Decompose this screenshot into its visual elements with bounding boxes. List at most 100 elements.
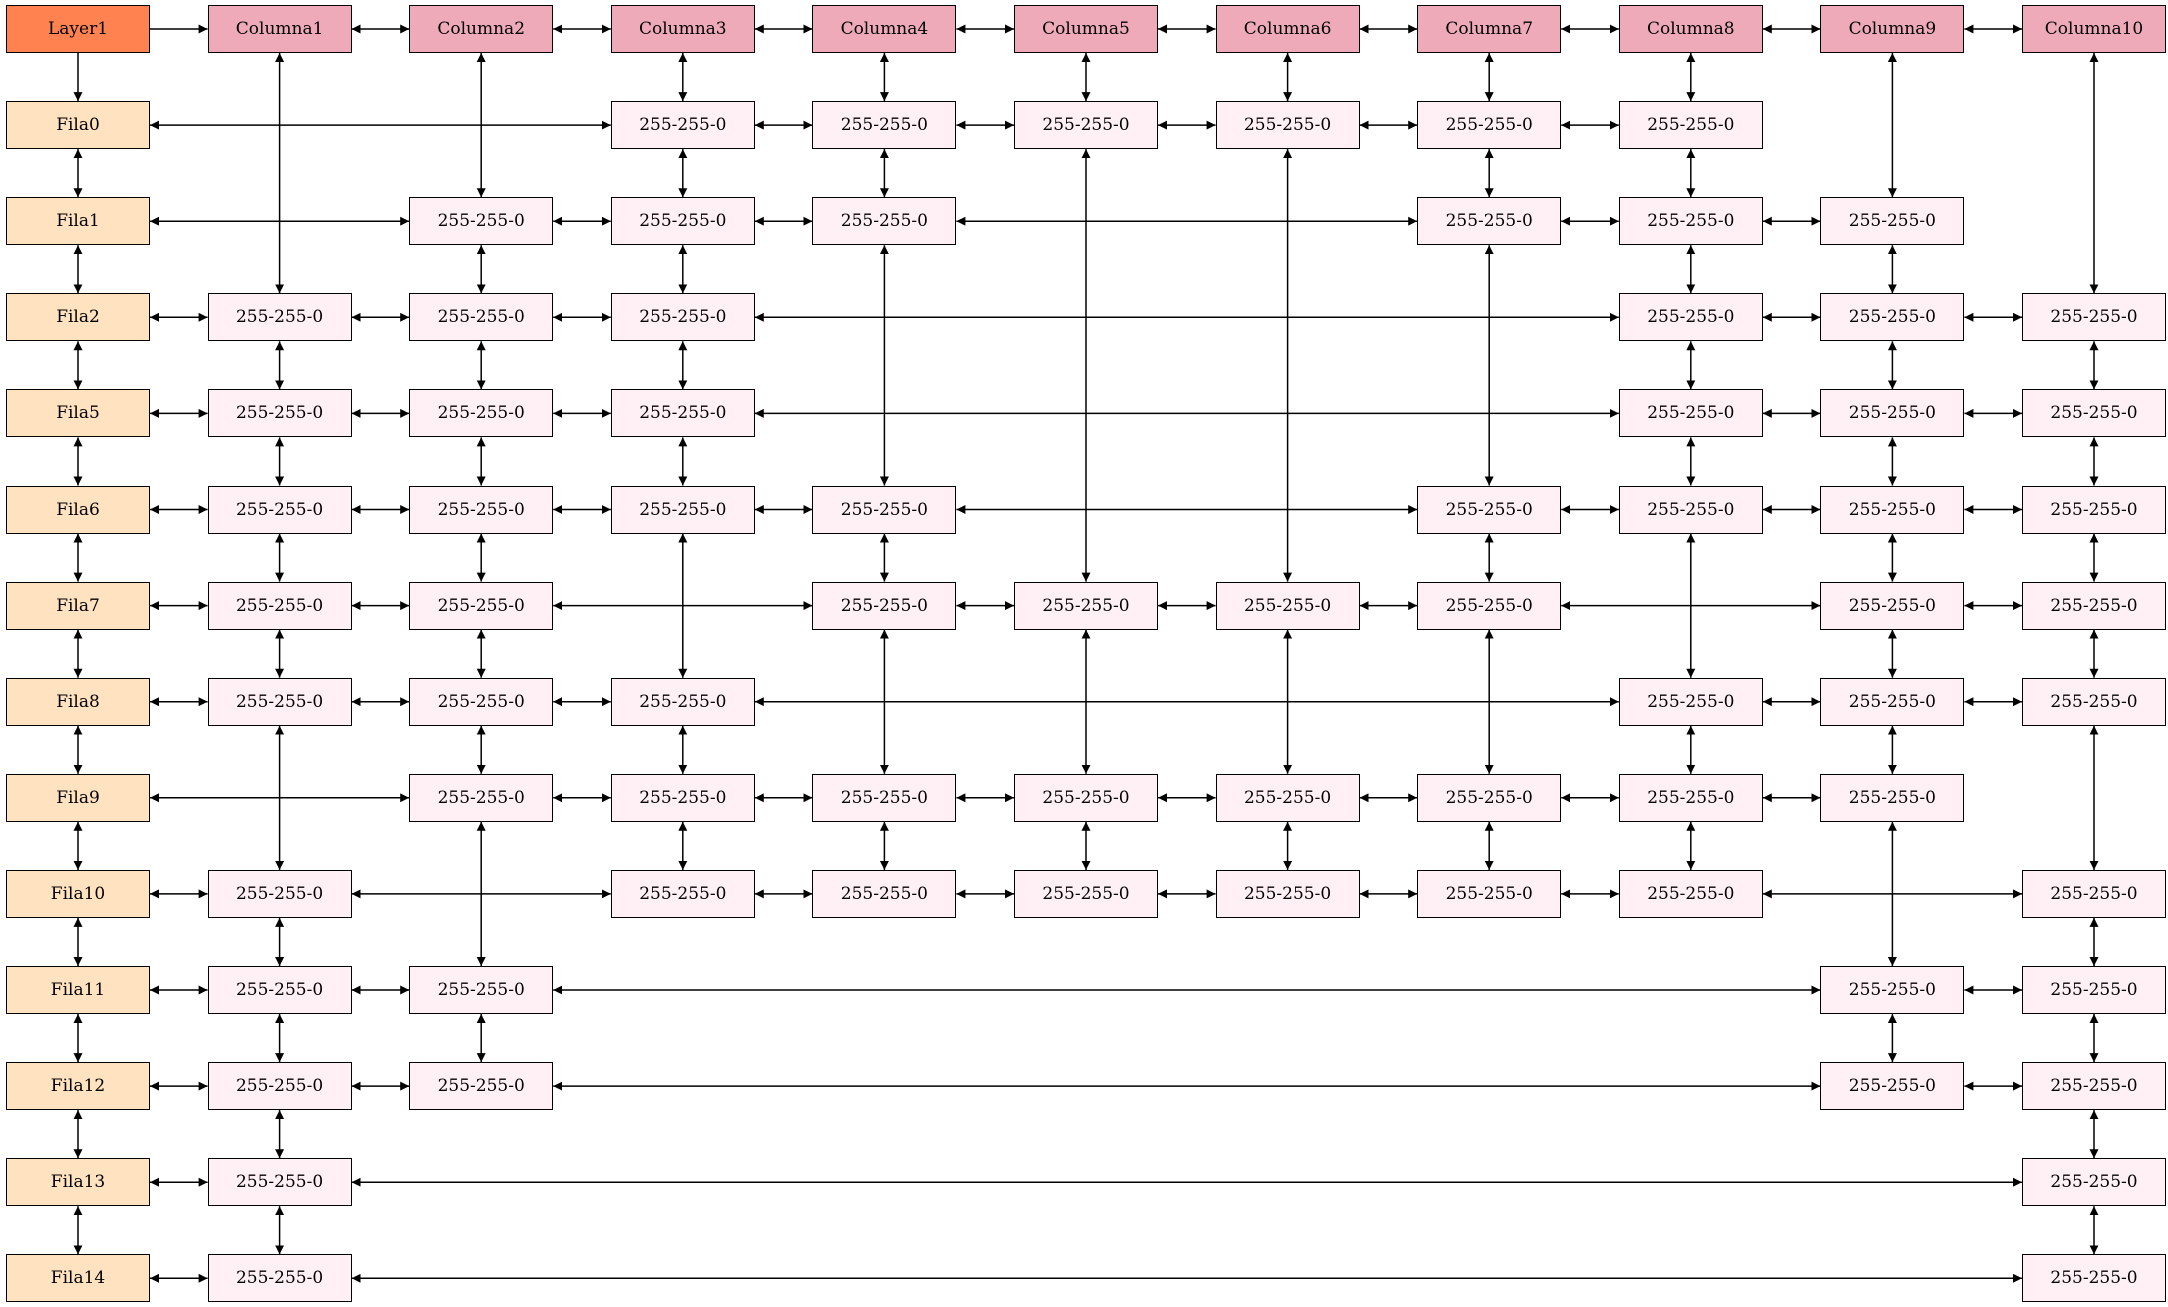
column-header-node[interactable]: Columna1 (207, 5, 352, 53)
cell-node[interactable]: 255-255-0 (1820, 1062, 1965, 1111)
row-header-node[interactable]: Fila12 (6, 1062, 150, 1111)
row-header-node[interactable]: Fila9 (6, 773, 150, 822)
cell-node[interactable]: 255-255-0 (610, 293, 755, 342)
cell-node[interactable]: 255-255-0 (1820, 966, 1965, 1014)
row-header-node[interactable]: Fila7 (6, 581, 150, 630)
cell-node[interactable]: 255-255-0 (1215, 581, 1360, 630)
cell-node[interactable]: 255-255-0 (409, 485, 554, 534)
row-header-node[interactable]: Fila14 (6, 1254, 150, 1303)
row-header-node[interactable]: Fila13 (6, 1158, 150, 1207)
cell-node[interactable]: 255-255-0 (2022, 389, 2166, 438)
cell-node[interactable]: 255-255-0 (1618, 677, 1763, 726)
cell-node[interactable]: 255-255-0 (409, 773, 554, 822)
row-header-node[interactable]: Fila11 (6, 966, 150, 1014)
cell-node[interactable]: 255-255-0 (610, 101, 755, 150)
cell-node[interactable]: 255-255-0 (1618, 485, 1763, 534)
cell-node[interactable]: 255-255-0 (1215, 869, 1360, 918)
cell-node[interactable]: 255-255-0 (1417, 197, 1562, 246)
cell-node[interactable]: 255-255-0 (409, 677, 554, 726)
cell-node[interactable]: 255-255-0 (2022, 1062, 2166, 1111)
cell-node[interactable]: 255-255-0 (1014, 101, 1158, 150)
cell-node[interactable]: 255-255-0 (812, 197, 957, 246)
row-header-node[interactable]: Fila10 (6, 869, 150, 918)
cell-node[interactable]: 255-255-0 (610, 389, 755, 438)
row-header-node[interactable]: Fila1 (6, 197, 150, 246)
cell-node[interactable]: 255-255-0 (2022, 966, 2166, 1014)
cell-node[interactable]: 255-255-0 (1618, 293, 1763, 342)
cell-node[interactable]: 255-255-0 (610, 677, 755, 726)
column-header-node[interactable]: Columna7 (1417, 5, 1562, 53)
cell-node[interactable]: 255-255-0 (2022, 677, 2166, 726)
cell-node[interactable]: 255-255-0 (409, 293, 554, 342)
cell-node[interactable]: 255-255-0 (2022, 1158, 2166, 1207)
cell-node[interactable]: 255-255-0 (812, 869, 957, 918)
cell-node[interactable]: 255-255-0 (812, 773, 957, 822)
cell-node[interactable]: 255-255-0 (1417, 869, 1562, 918)
cell-node[interactable]: 255-255-0 (409, 581, 554, 630)
column-header-node[interactable]: Columna9 (1820, 5, 1965, 53)
row-header-node[interactable]: Fila8 (6, 677, 150, 726)
cell-node[interactable]: 255-255-0 (2022, 293, 2166, 342)
cell-node[interactable]: 255-255-0 (2022, 869, 2166, 918)
cell-node[interactable]: 255-255-0 (812, 485, 957, 534)
cell-node[interactable]: 255-255-0 (207, 1062, 352, 1111)
cell-node[interactable]: 255-255-0 (610, 773, 755, 822)
cell-node[interactable]: 255-255-0 (1618, 773, 1763, 822)
cell-node[interactable]: 255-255-0 (1820, 581, 1965, 630)
cell-node[interactable]: 255-255-0 (409, 389, 554, 438)
cell-node[interactable]: 255-255-0 (812, 581, 957, 630)
cell-node[interactable]: 255-255-0 (1820, 677, 1965, 726)
cell-node[interactable]: 255-255-0 (2022, 581, 2166, 630)
cell-node[interactable]: 255-255-0 (2022, 1254, 2166, 1303)
cell-node[interactable]: 255-255-0 (207, 1158, 352, 1207)
cell-node[interactable]: 255-255-0 (207, 677, 352, 726)
cell-node[interactable]: 255-255-0 (207, 581, 352, 630)
cell-node[interactable]: 255-255-0 (1820, 389, 1965, 438)
cell-node[interactable]: 255-255-0 (1014, 581, 1158, 630)
cell-node[interactable]: 255-255-0 (610, 869, 755, 918)
cell-node[interactable]: 255-255-0 (207, 1254, 352, 1303)
column-header-node[interactable]: Columna4 (812, 5, 957, 53)
cell-node[interactable]: 255-255-0 (207, 389, 352, 438)
row-header-node[interactable]: Fila6 (6, 485, 150, 534)
column-header-node[interactable]: Columna3 (610, 5, 755, 53)
row-header-node[interactable]: Fila5 (6, 389, 150, 438)
row-header-node[interactable]: Fila2 (6, 293, 150, 342)
cell-node[interactable]: 255-255-0 (1820, 773, 1965, 822)
cell-node[interactable]: 255-255-0 (1820, 197, 1965, 246)
cell-node[interactable]: 255-255-0 (1014, 773, 1158, 822)
column-header-node[interactable]: Columna6 (1215, 5, 1360, 53)
cell-node[interactable]: 255-255-0 (1417, 773, 1562, 822)
cell-node[interactable]: 255-255-0 (2022, 485, 2166, 534)
root-node[interactable]: Layer1 (6, 5, 150, 53)
cell-node[interactable]: 255-255-0 (1618, 101, 1763, 150)
cell-node[interactable]: 255-255-0 (1618, 869, 1763, 918)
cell-node[interactable]: 255-255-0 (1215, 773, 1360, 822)
cell-node[interactable]: 255-255-0 (1014, 869, 1158, 918)
row-header-node[interactable]: Fila0 (6, 101, 150, 150)
column-header-node[interactable]: Columna2 (409, 5, 554, 53)
cell-node[interactable]: 255-255-0 (812, 101, 957, 150)
column-header-node[interactable]: Columna10 (2022, 5, 2166, 53)
cell-node[interactable]: 255-255-0 (207, 485, 352, 534)
cell-node[interactable]: 255-255-0 (610, 197, 755, 246)
cell-node[interactable]: 255-255-0 (207, 869, 352, 918)
cell-node[interactable]: 255-255-0 (610, 485, 755, 534)
cell-node[interactable]: 255-255-0 (1417, 485, 1562, 534)
cell-node[interactable]: 255-255-0 (409, 1062, 554, 1111)
cell-node[interactable]: 255-255-0 (1417, 581, 1562, 630)
cell-node[interactable]: 255-255-0 (207, 293, 352, 342)
cell-node[interactable]: 255-255-0 (1215, 101, 1360, 150)
cell-node[interactable]: 255-255-0 (1820, 293, 1965, 342)
cell-node[interactable]: 255-255-0 (207, 966, 352, 1014)
cell-node[interactable]: 255-255-0 (1618, 197, 1763, 246)
cell-node[interactable]: 255-255-0 (1820, 485, 1965, 534)
cell-node[interactable]: 255-255-0 (409, 966, 554, 1014)
cell-node[interactable]: 255-255-0 (1618, 389, 1763, 438)
cell-node[interactable]: 255-255-0 (409, 197, 554, 246)
column-header-node[interactable]: Columna5 (1014, 5, 1158, 53)
column-header-node[interactable]: Columna8 (1618, 5, 1763, 53)
cell-node[interactable]: 255-255-0 (1417, 101, 1562, 150)
